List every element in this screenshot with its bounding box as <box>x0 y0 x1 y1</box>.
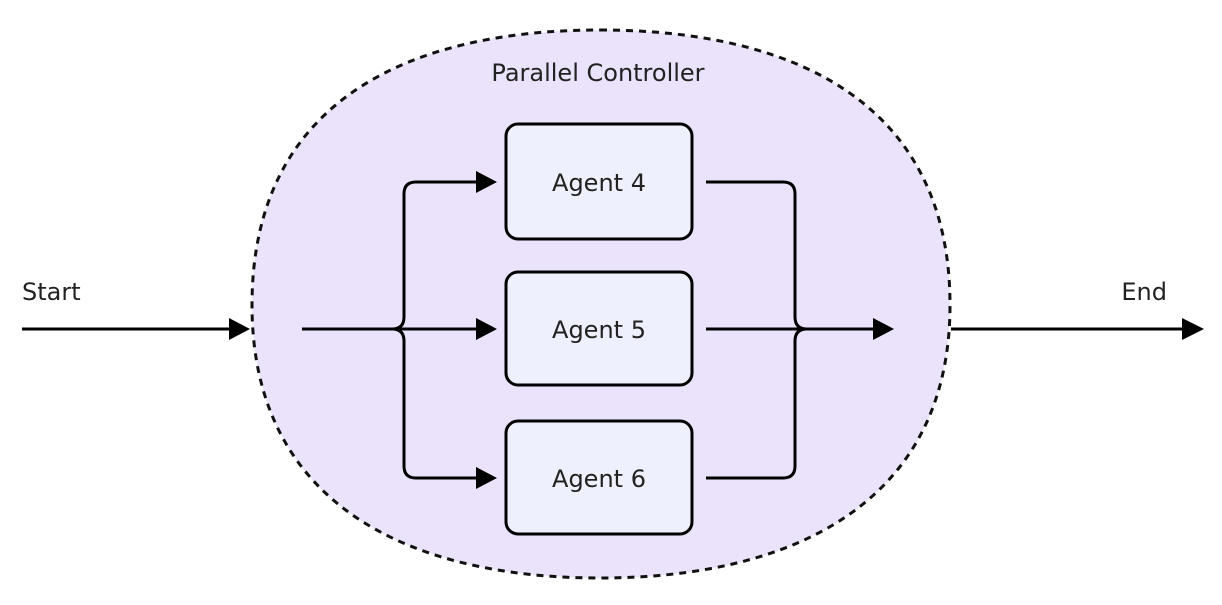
agent-node: Agent 4 <box>504 122 694 241</box>
agent-6-label: Agent 6 <box>552 465 646 493</box>
agent-5-arrowhead <box>476 318 497 340</box>
fork-branch-top <box>391 180 478 331</box>
agent-node: Agent 5 <box>504 270 694 387</box>
join-connector <box>706 180 874 480</box>
start-arrowhead <box>229 318 250 340</box>
agent-5-box <box>504 270 694 387</box>
end-arrow: End <box>951 278 1204 340</box>
fork-connector <box>302 180 478 480</box>
end-arrowhead <box>1182 318 1204 340</box>
agent-6-box <box>504 419 694 536</box>
agent-5-label: Agent 5 <box>552 316 646 344</box>
agent-node: Agent 6 <box>504 419 694 536</box>
agent-4-arrowhead <box>476 171 497 193</box>
start-label: Start <box>22 278 81 306</box>
agent-4-label: Agent 4 <box>552 169 646 197</box>
end-label: End <box>1121 278 1167 306</box>
fork-branch-bottom <box>391 327 478 480</box>
controller-title: Parallel Controller <box>491 59 704 87</box>
agent-6-arrowhead <box>476 467 497 489</box>
join-arrowhead <box>873 318 894 340</box>
agent-4-box <box>504 122 694 241</box>
start-arrow: Start <box>22 278 250 340</box>
